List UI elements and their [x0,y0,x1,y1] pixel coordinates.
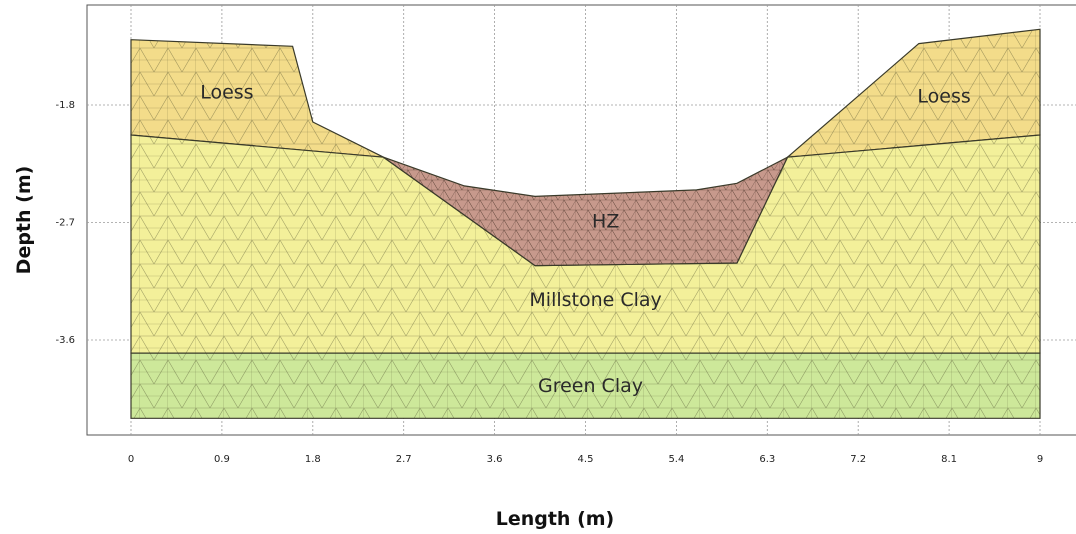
y-tick-label: -2.7 [55,218,75,229]
region-label-green-clay: Green Clay [538,375,643,397]
x-tick-label: 6.3 [759,454,775,465]
x-tick-label: 1.8 [305,454,321,465]
x-tick-label: 7.2 [850,454,866,465]
y-axis-ticks: -1.8 -2.7 -3.6 [55,100,75,346]
hz-mesh [383,155,789,267]
material-regions [130,28,1041,419]
region-label-loess: Loess [917,85,970,107]
x-tick-label: 9 [1037,454,1043,465]
y-tick-label: -1.8 [55,100,75,111]
x-axis-ticks: 0 0.9 1.8 2.7 3.6 4.5 5.4 6.3 7.2 8.1 9 [128,454,1043,465]
y-tick-label: -3.6 [55,335,75,346]
x-tick-label: 0 [128,454,134,465]
x-axis-title: Length (m) [496,508,615,530]
region-label-loess: Loess [200,82,253,104]
x-tick-label: 3.6 [487,454,503,465]
region-label-millstone-clay: Millstone Clay [529,289,661,311]
x-tick-label: 0.9 [214,454,230,465]
x-tick-label: 2.7 [396,454,412,465]
x-tick-label: 8.1 [941,454,957,465]
x-tick-label: 4.5 [578,454,594,465]
y-axis-title: Depth (m) [13,166,35,275]
green-clay-mesh [130,352,1041,419]
region-label-hz: HZ [592,211,619,233]
x-tick-label: 5.4 [668,454,684,465]
loess-mesh [130,39,384,158]
